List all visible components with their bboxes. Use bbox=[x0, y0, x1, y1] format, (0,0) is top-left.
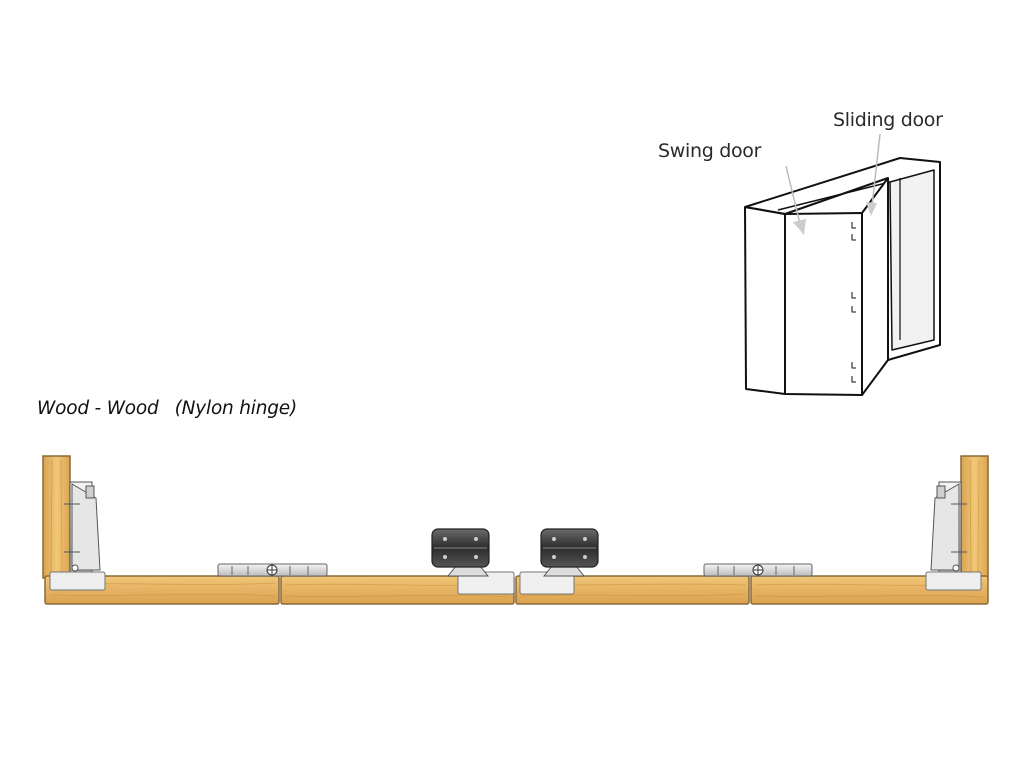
right-side-wall bbox=[960, 455, 989, 579]
right-wall-grain-2 bbox=[977, 459, 980, 576]
caption-hinge-type: (Nylon hinge) bbox=[174, 398, 298, 419]
cabinet-opening bbox=[889, 169, 935, 351]
cabinet-frame bbox=[744, 157, 941, 361]
left-wall-grain bbox=[50, 459, 53, 576]
right-nylon-hinge bbox=[703, 563, 813, 577]
right-concealed-hinge bbox=[925, 481, 982, 591]
hinge-marks bbox=[851, 222, 856, 383]
left-wall-grain-2 bbox=[60, 459, 63, 576]
sliding-door-arrow bbox=[871, 133, 881, 207]
callout-arrows bbox=[785, 133, 881, 235]
swing-door-top-edge bbox=[744, 206, 786, 215]
swing-door-arrowhead bbox=[793, 219, 806, 235]
left-roller-assembly bbox=[431, 528, 515, 595]
sliding-door-label: Sliding door bbox=[833, 109, 943, 131]
cabinet-top-edge bbox=[784, 177, 889, 215]
cross-section-plan bbox=[42, 455, 989, 605]
swing-door-arrow bbox=[785, 165, 801, 225]
sliding-door-arrowhead bbox=[866, 202, 877, 216]
right-wall-grain bbox=[969, 459, 972, 576]
left-concealed-hinge bbox=[49, 481, 106, 591]
left-side-wall bbox=[42, 455, 71, 579]
left-nylon-hinge bbox=[217, 563, 328, 577]
sliding-door-panel bbox=[784, 212, 863, 396]
caption-material: Wood - Wood bbox=[37, 398, 159, 419]
cabinet-side-panel bbox=[861, 177, 889, 396]
swing-door-label: Swing door bbox=[658, 140, 762, 162]
door-panels bbox=[44, 575, 989, 605]
right-roller-assembly bbox=[519, 528, 599, 595]
cabinet-illustration bbox=[744, 157, 941, 396]
diagram-caption: Wood - Wood (Nylon hinge) bbox=[37, 398, 297, 419]
swing-door-panel bbox=[744, 206, 786, 395]
